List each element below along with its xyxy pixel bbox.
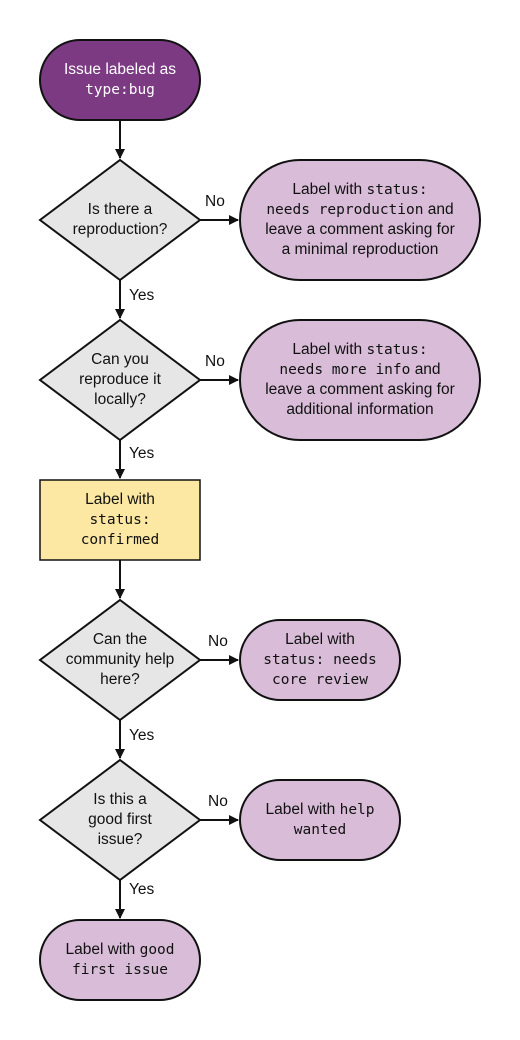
needs-reproduction-pre: Label with	[292, 181, 363, 198]
core-review-code1: status: needs	[263, 652, 377, 668]
decision-first-issue: Is this a good first issue?	[40, 760, 200, 880]
decision-first-issue-line1: Is this a	[93, 791, 147, 808]
decision-reproduction-line1: Is there a	[87, 201, 153, 218]
needs-reproduction-and: and	[427, 201, 454, 218]
help-wanted-code1: help	[339, 802, 375, 818]
needs-reproduction-line4: a minimal reproduction	[281, 241, 439, 258]
decision-local-line3: locally?	[94, 391, 146, 408]
edge-label-first-yes: Yes	[129, 881, 155, 898]
core-review-code2: core review	[271, 672, 369, 688]
needs-info-pre: Label with	[292, 341, 363, 358]
core-review-node: Label with status: needs core review	[240, 620, 400, 700]
decision-community: Can the community help here?	[40, 600, 200, 720]
decision-reproduction: Is there a reproduction?	[40, 160, 200, 280]
confirmed-node: Label with status: confirmed	[40, 480, 200, 560]
edge-label-repro-yes: Yes	[129, 287, 155, 304]
confirmed-code1: status:	[89, 512, 151, 528]
needs-reproduction-node: Label with status: needs reproduction an…	[240, 160, 480, 280]
decision-community-line1: Can the	[92, 631, 148, 648]
start-node: Issue labeled as type:bug	[40, 40, 200, 120]
needs-info-code2: needs more info	[279, 362, 411, 378]
good-first-code1: good	[139, 942, 175, 958]
decision-community-line2: community help	[65, 651, 175, 668]
needs-info-node: Label with status: needs more info and l…	[240, 320, 480, 440]
edge-label-repro-no: No	[205, 193, 225, 210]
confirmed-label: Label with	[85, 491, 155, 508]
needs-info-node-shape	[239, 319, 481, 441]
good-first-code2: first issue	[71, 962, 169, 978]
help-wanted-node: Label with help wanted	[240, 780, 400, 860]
needs-reproduction-code1: status:	[366, 182, 428, 198]
edge-label-community-yes: Yes	[129, 727, 155, 744]
decision-first-issue-line3: issue?	[97, 831, 143, 848]
help-wanted-code2: wanted	[293, 822, 347, 838]
decision-community-line3: here?	[100, 671, 140, 688]
core-review-node-shape	[239, 619, 401, 701]
good-first-pre: Label with	[65, 941, 136, 958]
edge-label-local-yes: Yes	[129, 445, 155, 462]
edge-label-local-no: No	[205, 353, 225, 370]
decision-local: Can you reproduce it locally?	[40, 320, 200, 440]
start-node-code: type:bug	[85, 82, 155, 98]
edge-label-community-no: No	[208, 633, 228, 650]
needs-info-line3: leave a comment asking for	[265, 381, 455, 398]
needs-reproduction-node-shape	[239, 159, 481, 281]
decision-local-line2: reproduce it	[79, 371, 161, 388]
decision-local-line1: Can you	[91, 351, 149, 368]
needs-info-code1: status:	[366, 342, 428, 358]
needs-info-line4: additional information	[286, 401, 434, 418]
help-wanted-node-shape	[239, 779, 401, 861]
start-node-label: Issue labeled as	[63, 61, 177, 78]
decision-first-issue-line2: good first	[88, 811, 152, 828]
needs-info-and: and	[414, 361, 441, 378]
good-first-node: Label with good first issue	[40, 920, 200, 1000]
confirmed-node-shape	[39, 479, 201, 561]
confirmed-code2: confirmed	[80, 532, 160, 548]
edge-label-first-no: No	[208, 793, 228, 810]
needs-reproduction-code2: needs reproduction	[266, 202, 424, 218]
good-first-node-shape	[39, 919, 201, 1001]
help-wanted-pre: Label with	[265, 801, 336, 818]
core-review-label: Label with	[285, 631, 355, 648]
decision-reproduction-line2: reproduction?	[72, 221, 168, 238]
needs-reproduction-line3: leave a comment asking for	[265, 221, 455, 238]
